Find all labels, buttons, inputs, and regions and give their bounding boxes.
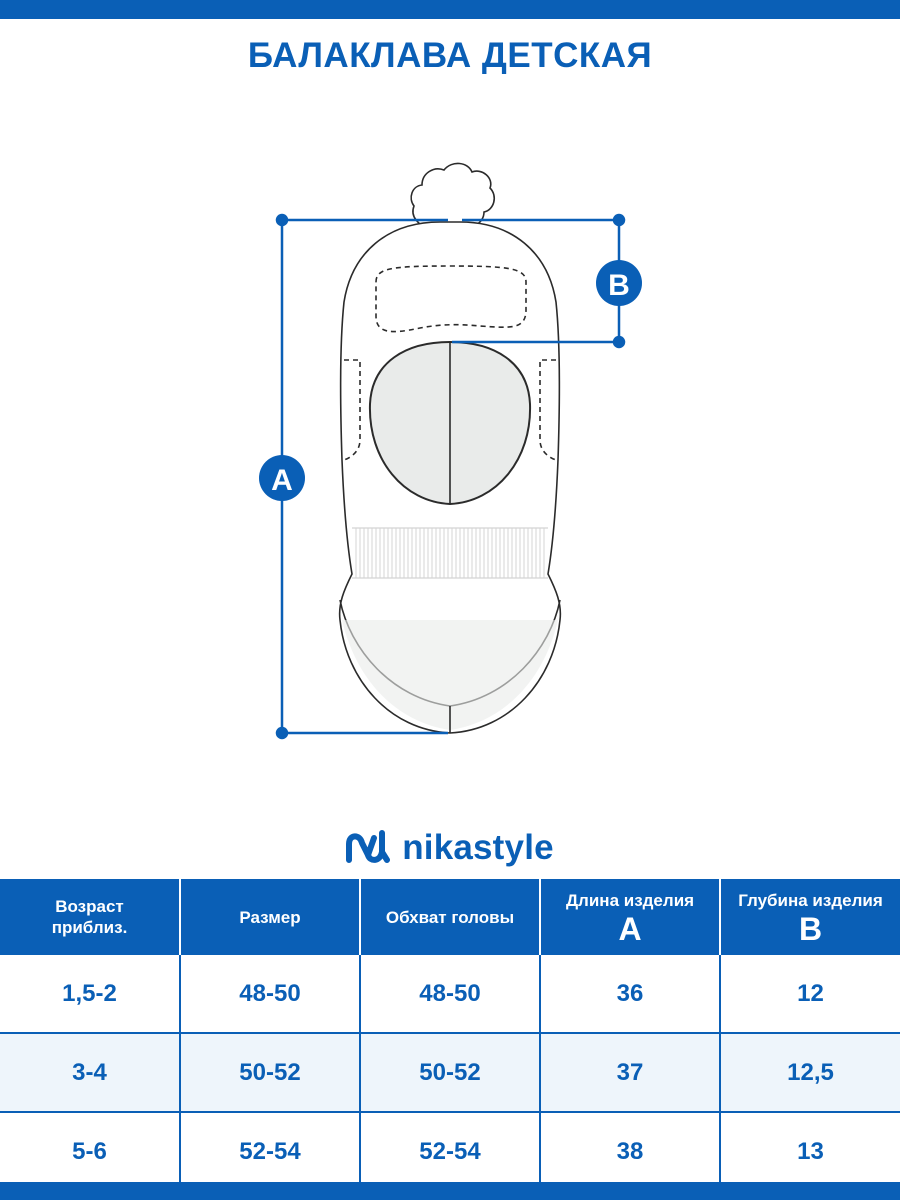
size-table: Возраст приблиз. Размер Обхват головы Дл…	[0, 879, 900, 1192]
cell-age: 1,5-2	[0, 955, 180, 1034]
cell-size: 52-54	[179, 1112, 360, 1192]
balaclava-drawing	[338, 162, 562, 734]
header-length: Длина изделия A	[539, 879, 720, 955]
rib-band	[352, 527, 548, 579]
cell-age: 5-6	[0, 1112, 180, 1192]
cell-depth: 12,5	[719, 1033, 900, 1113]
cell-age: 3-4	[0, 1033, 180, 1113]
balaclava-diagram: A B	[259, 162, 642, 740]
cell-length: 38	[539, 1112, 720, 1192]
header-depth: Глубина изделия B	[719, 879, 900, 955]
table-row: 5-6 52-54 52-54 38 13	[0, 1112, 900, 1192]
header-size: Размер	[179, 879, 360, 955]
brand-name: nikastyle	[402, 828, 554, 867]
marker-a: A	[259, 455, 305, 501]
header-age: Возраст приблиз.	[0, 879, 180, 955]
bottom-banner-bar	[0, 1182, 900, 1200]
cell-depth: 13	[719, 1112, 900, 1192]
marker-a-label: A	[271, 464, 293, 497]
header-head-circumference: Обхват головы	[359, 879, 540, 955]
cell-depth: 12	[719, 955, 900, 1034]
cell-length: 36	[539, 955, 720, 1034]
marker-b-label: B	[608, 269, 630, 302]
cell-head: 50-52	[359, 1033, 540, 1113]
table-row: 3-4 50-52 50-52 37 12,5	[0, 1033, 900, 1113]
top-banner-bar	[0, 0, 900, 19]
cell-length: 37	[539, 1033, 720, 1113]
table-header-row: Возраст приблиз. Размер Обхват головы Дл…	[0, 879, 900, 955]
page-title: БАЛАКЛАВА ДЕТСКАЯ	[247, 36, 653, 75]
upper-dashed-panel	[375, 265, 527, 333]
cell-head: 52-54	[359, 1112, 540, 1192]
cell-head: 48-50	[359, 955, 540, 1034]
marker-b: B	[596, 260, 642, 306]
cell-size: 48-50	[179, 955, 360, 1034]
brand-block: nikastyle	[0, 826, 900, 870]
cell-size: 50-52	[179, 1033, 360, 1113]
table-row: 1,5-2 48-50 48-50 36 12	[0, 955, 900, 1034]
wave-n-logo-icon	[346, 830, 391, 863]
